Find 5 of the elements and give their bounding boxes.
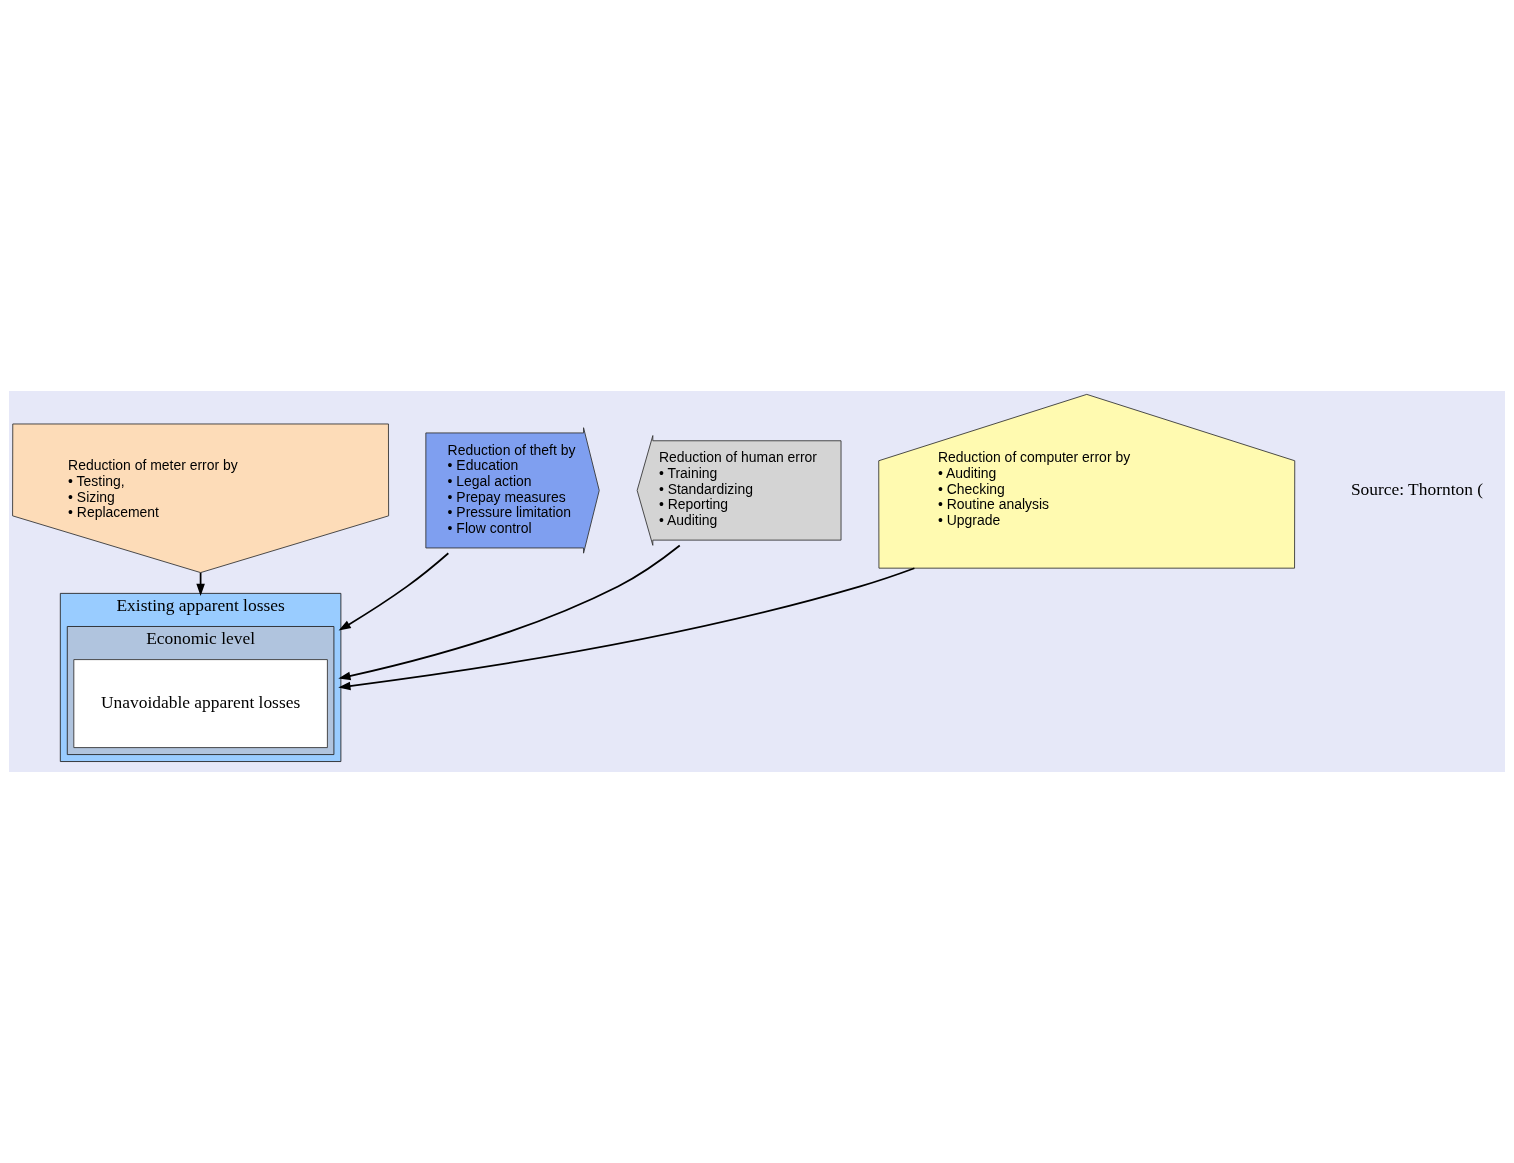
arrow [338,567,916,691]
arrow [338,552,450,631]
node-box: Unavoidable apparent losses [73,659,328,749]
arrow [338,544,681,681]
label: Source: Thornton ( [1350,478,1484,499]
